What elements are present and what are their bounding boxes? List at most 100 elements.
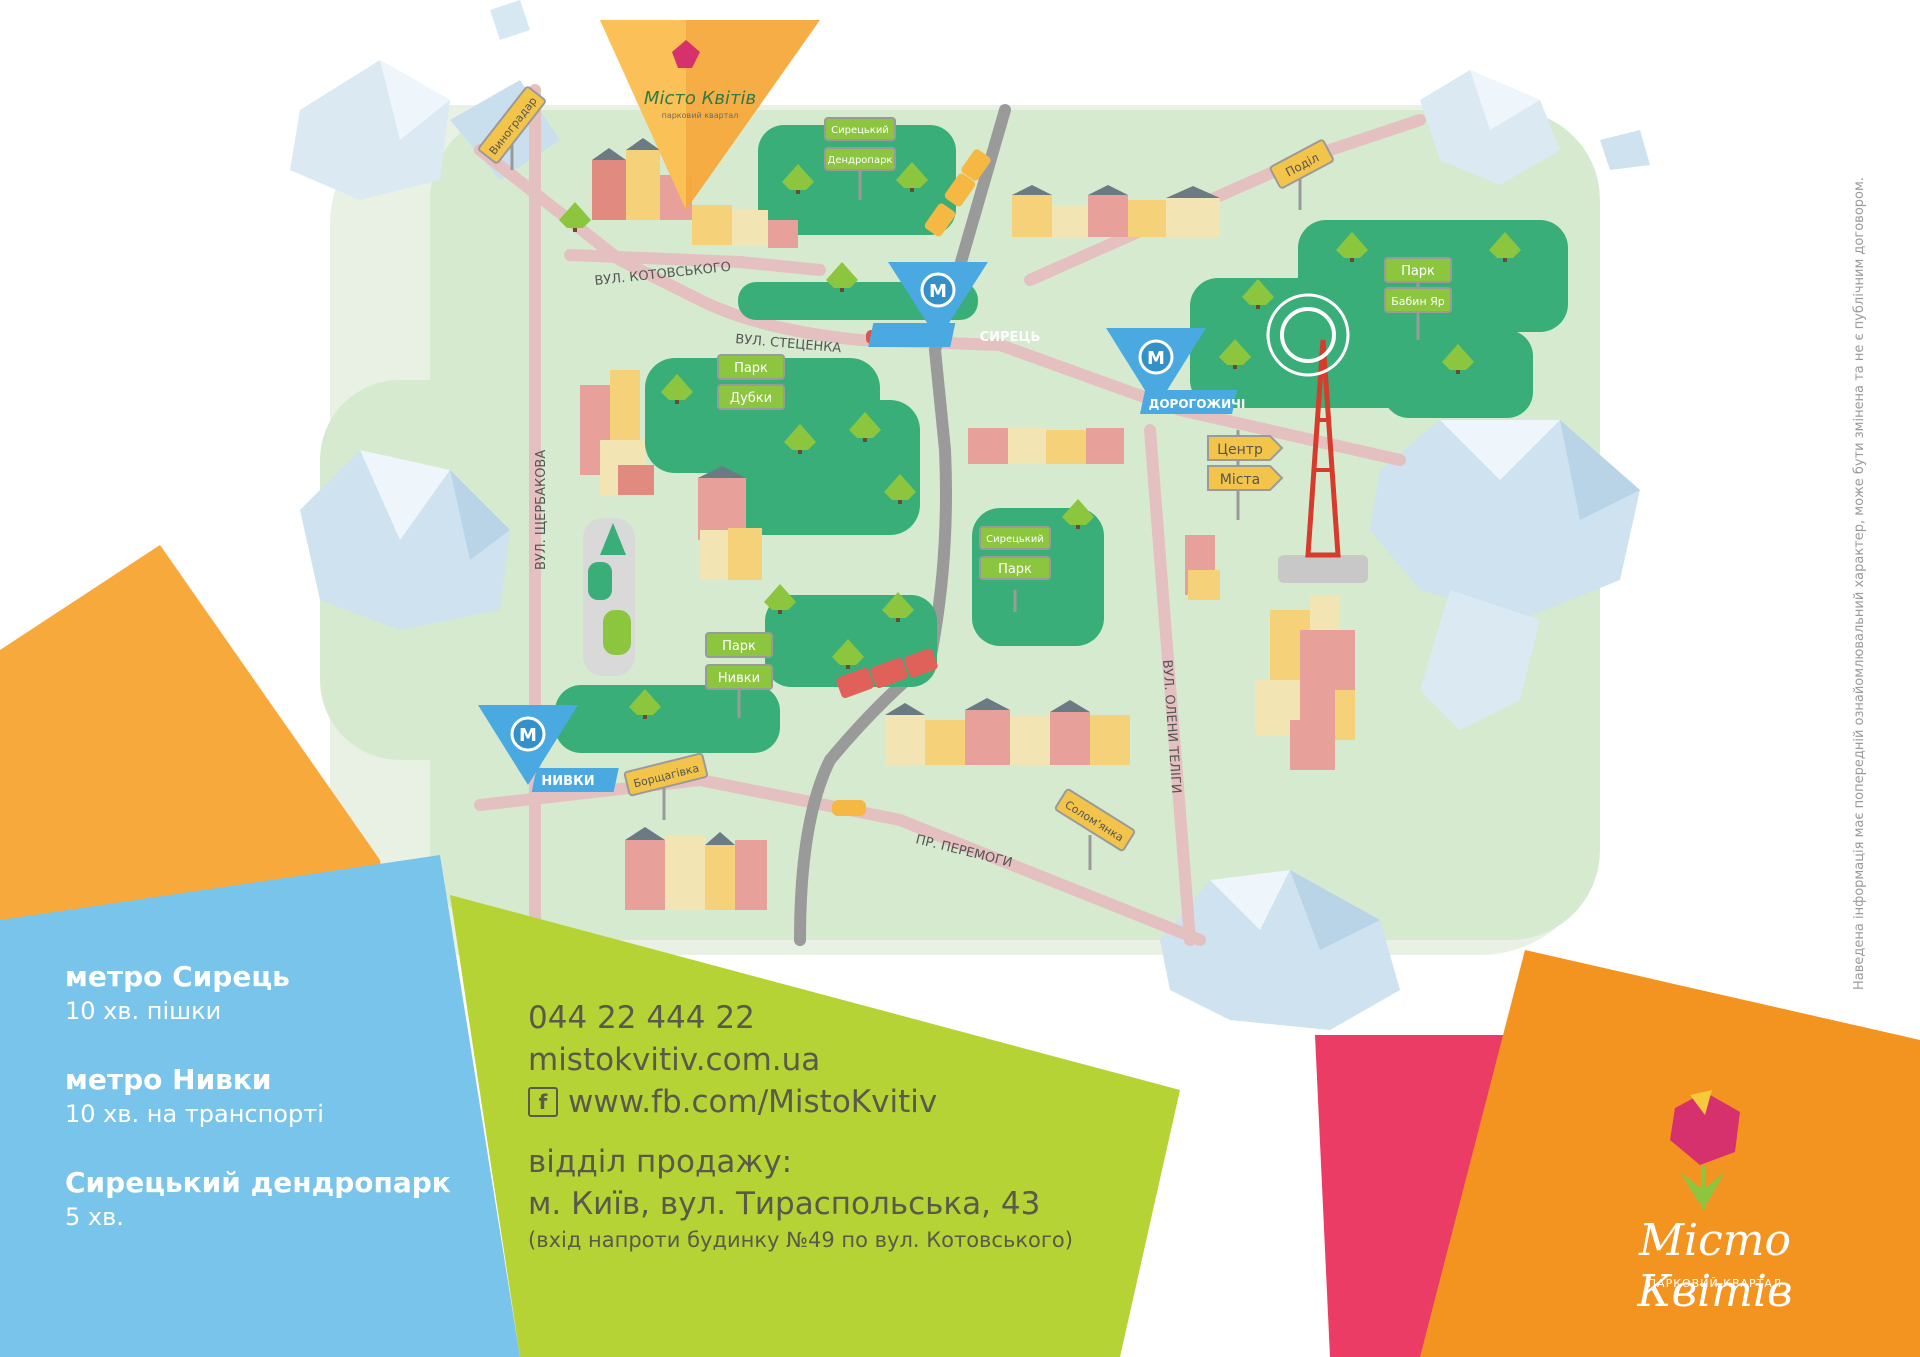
phone-number[interactable]: 044 22 444 22	[528, 1000, 755, 1036]
facebook-url: www.fb.com/MistoKvitiv	[568, 1084, 938, 1120]
park-sign-label: Нивки	[718, 671, 760, 686]
project-location-marker[interactable]: Місто Квітів парковий квартал	[600, 20, 820, 210]
metro-label-syrets: СИРЕЦЬ	[980, 330, 1041, 345]
sales-address-note: (вхід напроти будинку №49 по вул. Котовс…	[528, 1228, 1073, 1252]
contacts-block: 044 22 444 22 mistokvitiv.com.ua f www.f…	[528, 1000, 1073, 1252]
lime-panel	[450, 895, 1180, 1357]
sign-label: Центр	[1217, 442, 1263, 458]
park-sign-label: Парк	[734, 361, 768, 376]
flower-logo-icon	[1670, 1092, 1740, 1165]
brand-tagline: ПАРКОВИЙ КВАРТАЛ	[1647, 1277, 1783, 1290]
park-sign-dubky[interactable]: Парк Дубки	[717, 354, 785, 410]
park-dendropark-area	[758, 125, 956, 235]
park-sign-dendropark[interactable]: Сирецький Дендропарк	[824, 117, 896, 200]
metro-icon: M	[929, 281, 947, 302]
building-group-south	[625, 827, 767, 910]
park-dubky-area-2	[730, 400, 920, 535]
park-sign-label: Сирецький	[831, 125, 889, 136]
road-kotovskoho	[564, 249, 826, 276]
trees	[559, 162, 1521, 719]
brand-logo	[1670, 1090, 1740, 1210]
blue-panel	[0, 855, 520, 1357]
train-icon	[836, 648, 938, 699]
directions-list: метро Сирець 10 хв. пішки метро Нивки 10…	[65, 960, 451, 1231]
building-group-stetsenka	[968, 428, 1124, 464]
marker-brand-name: Місто Квітів	[644, 88, 756, 109]
direction-detail: 10 хв. на транспорті	[65, 1100, 324, 1128]
fir-tree-icon	[600, 523, 626, 555]
road-peremohy	[474, 773, 1206, 946]
tree-icon	[1062, 499, 1094, 529]
tree-icon	[1442, 344, 1474, 374]
sales-address: м. Київ, вул. Тираспольська, 43	[528, 1186, 1041, 1222]
road-olenyteligy	[1144, 424, 1196, 946]
orange-panel-right	[1420, 950, 1920, 1357]
sales-heading: відділ продажу:	[528, 1144, 793, 1180]
tree-icon	[826, 262, 858, 292]
disclaimer-text: Наведена інформація має попередній ознай…	[1852, 177, 1867, 990]
street-label-shcherbakova: ВУЛ. ЩЕРБАКОВА	[534, 450, 549, 570]
tree-icon	[661, 374, 693, 404]
tree-icon	[1219, 339, 1251, 369]
road-stetsenka	[474, 144, 1006, 351]
direction-title: метро Сирець	[65, 960, 290, 993]
buildings	[580, 138, 1355, 910]
park-sign-babyn-yar[interactable]: Парк Бабин Яр	[1384, 257, 1452, 340]
building-group-east	[1185, 535, 1355, 770]
tree-icon	[849, 412, 881, 442]
metro-marker-nyvky[interactable]: M НИВКИ	[478, 705, 619, 792]
facebook-link[interactable]: f www.fb.com/MistoKvitiv	[528, 1084, 1073, 1120]
sign-label: Міста	[1220, 472, 1260, 488]
metro-label-nyvky: НИВКИ	[541, 774, 594, 789]
ice-decoration-right	[1370, 420, 1640, 730]
building-group-west	[698, 466, 762, 580]
tree-icon	[884, 474, 916, 504]
tree-icon	[782, 164, 814, 194]
ice-decoration-top-right	[1420, 70, 1650, 185]
building-group-kotovskoho	[592, 138, 798, 248]
railway	[794, 104, 1011, 946]
ice-decoration-left	[300, 450, 510, 630]
brand-name: Місто Квітів	[1637, 1215, 1793, 1317]
website-link[interactable]: mistokvitiv.com.ua	[528, 1042, 821, 1078]
metro-label-dorohozhychi: ДОРОГОЖИЧІ	[1149, 397, 1246, 411]
tree-icon	[559, 202, 591, 232]
direction-title: метро Нивки	[65, 1063, 272, 1096]
direction-detail: 5 хв.	[65, 1203, 124, 1231]
tree-icon	[764, 584, 796, 614]
bush-icon	[603, 610, 631, 655]
car-icon	[832, 800, 866, 816]
tree-icon	[629, 689, 661, 719]
sign-city-centre[interactable]: Центр Міста	[1207, 430, 1284, 520]
metro-icon: M	[519, 725, 537, 746]
park-sign-syretskyi[interactable]: Сирецький Парк	[979, 526, 1051, 612]
park-sign-label: Бабин Яр	[1391, 295, 1445, 308]
flower-logo-icon	[672, 40, 700, 68]
tree-icon	[1336, 232, 1368, 262]
building-group-north	[1012, 185, 1220, 237]
park-sign-label: Парк	[998, 562, 1032, 577]
tree-icon	[832, 639, 864, 669]
building-group-dubky	[580, 370, 654, 495]
park-nyvky-area-2	[555, 685, 780, 753]
park-sign-label: Парк	[722, 639, 756, 654]
tree-icon	[882, 592, 914, 622]
tree-icon	[896, 162, 928, 192]
facebook-icon: f	[528, 1087, 558, 1117]
tree-icon	[784, 424, 816, 454]
train-icon	[924, 149, 991, 237]
park-sign-label: Дендропарк	[828, 155, 893, 166]
tree-icon	[1489, 232, 1521, 262]
park-sign-label: Парк	[1401, 264, 1435, 279]
metro-marker-syrets[interactable]: M СИРЕЦЬ	[868, 262, 1040, 347]
ice-decoration-bottom	[1160, 870, 1400, 1030]
park-sign-label: Дубки	[730, 391, 772, 406]
park-sign-nyvky[interactable]: Парк Нивки	[705, 632, 773, 718]
metro-marker-dorohozhychi[interactable]: M ДОРОГОЖИЧІ	[1106, 328, 1245, 414]
building-group-peremohy	[885, 698, 1130, 765]
marker-brand-tagline: парковий квартал	[662, 111, 739, 120]
tree-icon	[1242, 279, 1274, 309]
bush-icon	[588, 562, 612, 600]
park-sign-label: Сирецький	[986, 534, 1044, 545]
